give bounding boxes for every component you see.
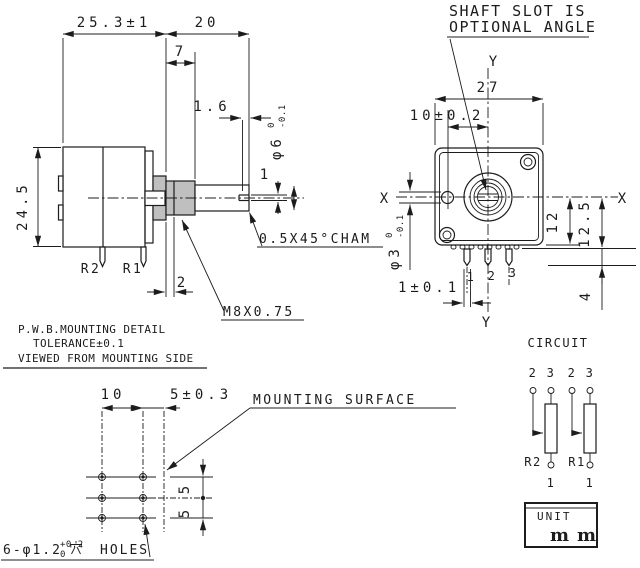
pin-number-1: 1 [467,270,476,284]
dim-width: 27 [477,80,502,96]
case-tab [57,175,64,192]
shaft-slot-note-line1: SHAFT SLOT IS [449,2,586,20]
y-axis-label-bottom: Y [482,315,494,331]
terminal-pin [140,246,147,268]
r1-terminal-3: 3 [586,366,595,380]
dim-slot-width: 1 [260,167,272,183]
shaft-dia-main: φ6 [269,135,285,160]
pilot-dia-tol-lower: -0.1 [396,214,406,238]
pilot-dia-tol-upper: 0 [385,232,395,238]
dim-shaft-diameter: φ6 0 -0.1 [267,104,288,160]
dim-hole-offset: 10±0.2 [410,108,485,124]
dim-center-to-seat: 12.5 [577,198,593,248]
front-view: SHAFT SLOT IS OPTIONAL ANGLE 27 10±0.2 Y… [380,2,636,331]
terminal-pin [484,248,492,267]
dim-pin-length: 4 [578,289,594,301]
pwb-hole-pattern: 10 5±0.3 5 5 [86,387,232,536]
terminal-label-r1: R1 [123,262,143,277]
holes-note-tol-sup: +0.2 [60,540,84,550]
r1-terminal-1: 1 [586,476,595,490]
unit-value: mm [550,525,604,546]
dim-thread-length: 7 [175,44,187,60]
circuit-r2: 2 3 R2 1 [524,366,558,490]
x-axis-label-right: X [618,191,630,207]
x-axis-label-left: X [380,191,392,207]
kanji-hole-icon [70,541,82,555]
holes-note-suffix: HOLES [100,543,149,558]
terminal-pin [99,246,106,268]
dim-node-dot [200,495,206,501]
shaft-dia-tol-upper: 0 [267,122,277,128]
mounting-surface-label: MOUNTING SURFACE [253,393,417,408]
dim-depth: 25.3±1 [77,15,152,31]
shaft-dia-tol-lower: -0.1 [278,104,288,128]
holes-note-tol-sub: 0 [60,550,66,560]
terminal-label-r2: R2 [81,262,101,277]
r1-terminal-2: 2 [568,366,577,380]
r2-terminal-2: 2 [529,366,538,380]
r1-label: R1 [568,455,585,469]
dim-collar: 2 [177,275,189,291]
thread-callout: M8X0.75 [223,305,295,320]
pwb-holes [98,473,147,522]
pwb-title-line3: VIEWED FROM MOUNTING SIDE [18,352,194,365]
side-view-dimensions: 25.3±1 20 7 1.6 24.5 2 1 φ6 0 -0.1 M8X0.… [15,15,383,321]
pin-number-3: 3 [509,266,518,280]
pwb-title-line2: TOLERANCE±0.1 [33,337,124,350]
dim-row-pitch-2: 5 [177,506,193,518]
pilot-hole [440,190,455,205]
side-view: 25.3±1 20 7 1.6 24.5 2 1 φ6 0 -0.1 M8X0.… [15,15,383,321]
pin-number-2: 2 [488,269,497,283]
dim-center-to-bottom: 12 [545,209,561,234]
shaft-slot-note-line2: OPTIONAL ANGLE [449,18,596,36]
r2-label: R2 [524,455,541,469]
pwb-title-line1: P.W.B.MOUNTING DETAIL [18,323,165,336]
unit-box: UNIT mm [524,502,604,548]
circuit-diagram: CIRCUIT 2 3 R2 1 2 3 R1 1 [524,336,597,490]
dim-hole-pitch: 10 [101,387,126,403]
dim-row-pitch-1: 5 [177,482,193,494]
r1-resistor-body [583,403,597,454]
front-view-dimensions: SHAFT SLOT IS OPTIONAL ANGLE 27 10±0.2 Y… [380,2,636,331]
chamfer-callout: 0.5X45°CHAM [259,232,372,247]
r2-terminal-1: 1 [547,476,556,490]
r2-resistor-body [544,403,558,454]
pwb-mounting-detail: P.W.B.MOUNTING DETAIL TOLERANCE±0.1 VIEW… [1,323,456,561]
holes-note-prefix: 6-φ1.2 [3,543,62,558]
dim-surface-offset: 5±0.3 [170,387,232,403]
dim-body-height: 24.5 [15,181,31,231]
dim-pin-width: 1±0.1 [398,280,460,296]
side-view-body [57,146,304,268]
dim-shaft-length: 20 [195,15,220,31]
front-view-body [396,68,618,312]
terminal-pin [463,248,471,267]
dim-pilot-diameter: φ3 0 -0.1 [385,214,406,270]
pilot-dia-main: φ3 [387,245,403,270]
holes-callout: 6-φ1.2 +0.2 0 HOLES [1,523,154,561]
case-tab [57,204,64,221]
circuit-r1: 2 3 R1 1 [568,366,597,490]
mounting-hole [438,226,456,244]
r2-terminal-3: 3 [547,366,556,380]
dim-slot-depth: 1.6 [193,99,230,115]
unit-label: UNIT [537,510,572,523]
y-axis-label-top: Y [489,54,501,70]
terminal-pin [505,248,513,267]
mounting-hole [519,153,537,171]
circuit-title: CIRCUIT [527,336,588,350]
